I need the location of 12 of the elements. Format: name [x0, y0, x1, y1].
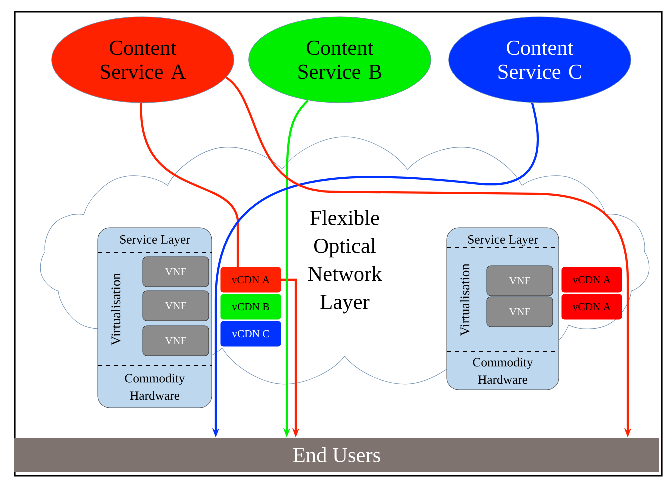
vcdn-tag: vCDN A — [562, 294, 622, 320]
vcdn-tag: vCDN A — [220, 267, 282, 293]
vcdn-tag: vCDN C — [220, 321, 282, 347]
vcdn-tag: vCDN A — [562, 267, 622, 293]
end-users-bar: End Users — [14, 438, 660, 472]
vnf-box: VNF — [486, 266, 554, 296]
vnf-box: VNF — [142, 256, 210, 288]
vcdn-tag: vCDN B — [220, 294, 282, 320]
vnf-box: VNF — [142, 290, 210, 322]
vnf-box: VNF — [142, 326, 210, 356]
vnf-box: VNF — [486, 296, 554, 328]
layer-label: Flexible Optical Network Layer — [308, 210, 382, 314]
